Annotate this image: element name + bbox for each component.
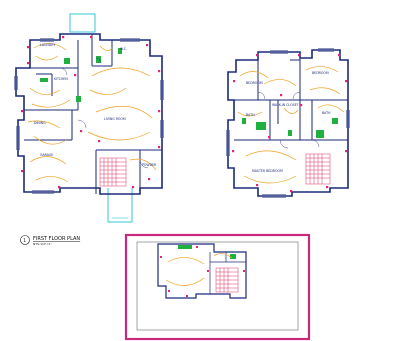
room-label-wc: W.C. [120,47,127,51]
porch-outline [69,13,96,33]
room-label-bedroom-3: BEDROOM [312,71,329,75]
detail-marker-number: 1 [23,238,26,244]
room-label-bedroom-2: BEDROOM [246,81,263,85]
viewport-plan-walls [157,243,247,299]
second-floor-circuits [237,66,345,184]
room-label-garage: GARAGE [40,153,53,157]
first-floor-doors [59,57,149,169]
room-label-dining: DINING [34,121,46,125]
room-label-bath-2: BATH [246,113,255,117]
first-floor-circuits [27,43,157,183]
second-floor-outlets [232,54,348,193]
second-floor-doors [257,91,320,149]
second-floor-interior-walls [234,52,348,141]
first-floor-fixtures [40,48,122,102]
second-floor-fixtures [242,118,338,138]
viewport-inner-border [136,241,299,331]
first-floor-interior-walls [24,34,162,194]
drawing-scale: NTS-1/4"=1' [33,242,52,246]
room-label-laundry: LAUNDRY [40,43,55,47]
second-floor-plan: BEDROOM BEDROOM BATH MASTER BEDROOM WALK… [226,48,350,198]
second-floor-windows [226,48,350,198]
viewport-frame[interactable] [124,233,311,341]
rear-deck-outline [107,188,133,223]
viewport-stairs [215,267,239,293]
room-label-walk-in-closet: WALK-IN CLOSET [272,103,299,107]
first-floor-outer-walls [15,33,163,195]
room-label-master-bath: BATH [322,111,331,115]
detail-marker-circle [20,235,30,245]
layout-viewport[interactable] [124,233,311,341]
second-floor-stairs [305,153,331,185]
first-floor-windows [14,38,164,194]
room-label-living: LIVING ROOM [104,117,126,121]
room-label-powder: POWDER [142,163,157,167]
drawing-title: FIRST FLOOR PLAN [33,236,80,242]
first-floor-outlets [21,36,161,189]
first-floor-stairs [99,157,127,187]
drawing-title-block: 1 FIRST FLOOR PLAN NTS-1/4"=1' [20,235,80,246]
room-label-master-bedroom: MASTER BEDROOM [252,169,283,173]
room-label-kitchen: KITCHEN [54,77,68,81]
first-floor-plan: LAUNDRY KITCHEN LIVING ROOM DINING GARAG… [14,13,164,223]
